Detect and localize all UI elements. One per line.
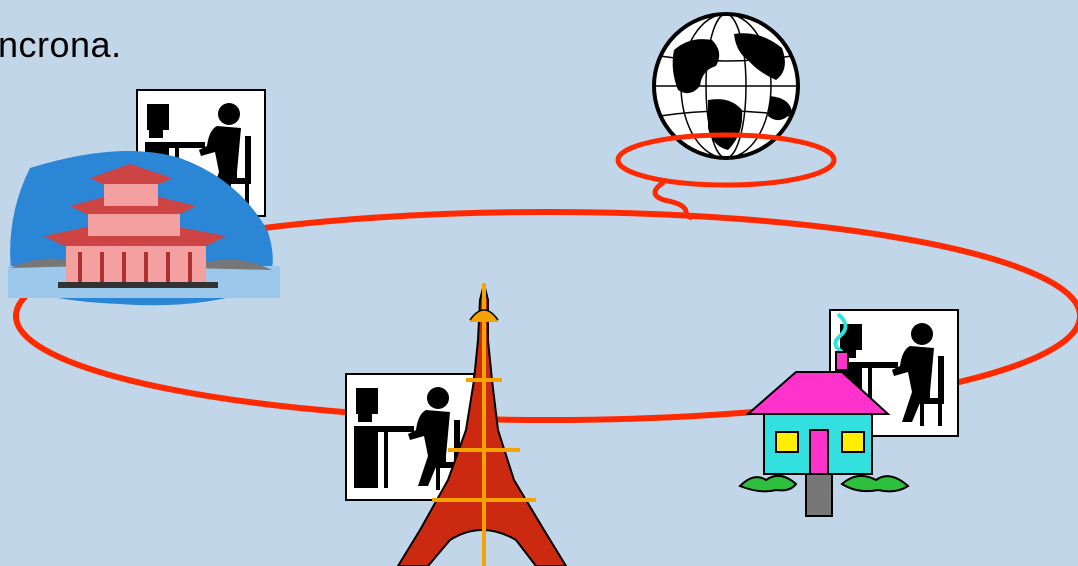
- slide: ncrona.: [0, 0, 1078, 566]
- network-illustration: [0, 0, 1078, 566]
